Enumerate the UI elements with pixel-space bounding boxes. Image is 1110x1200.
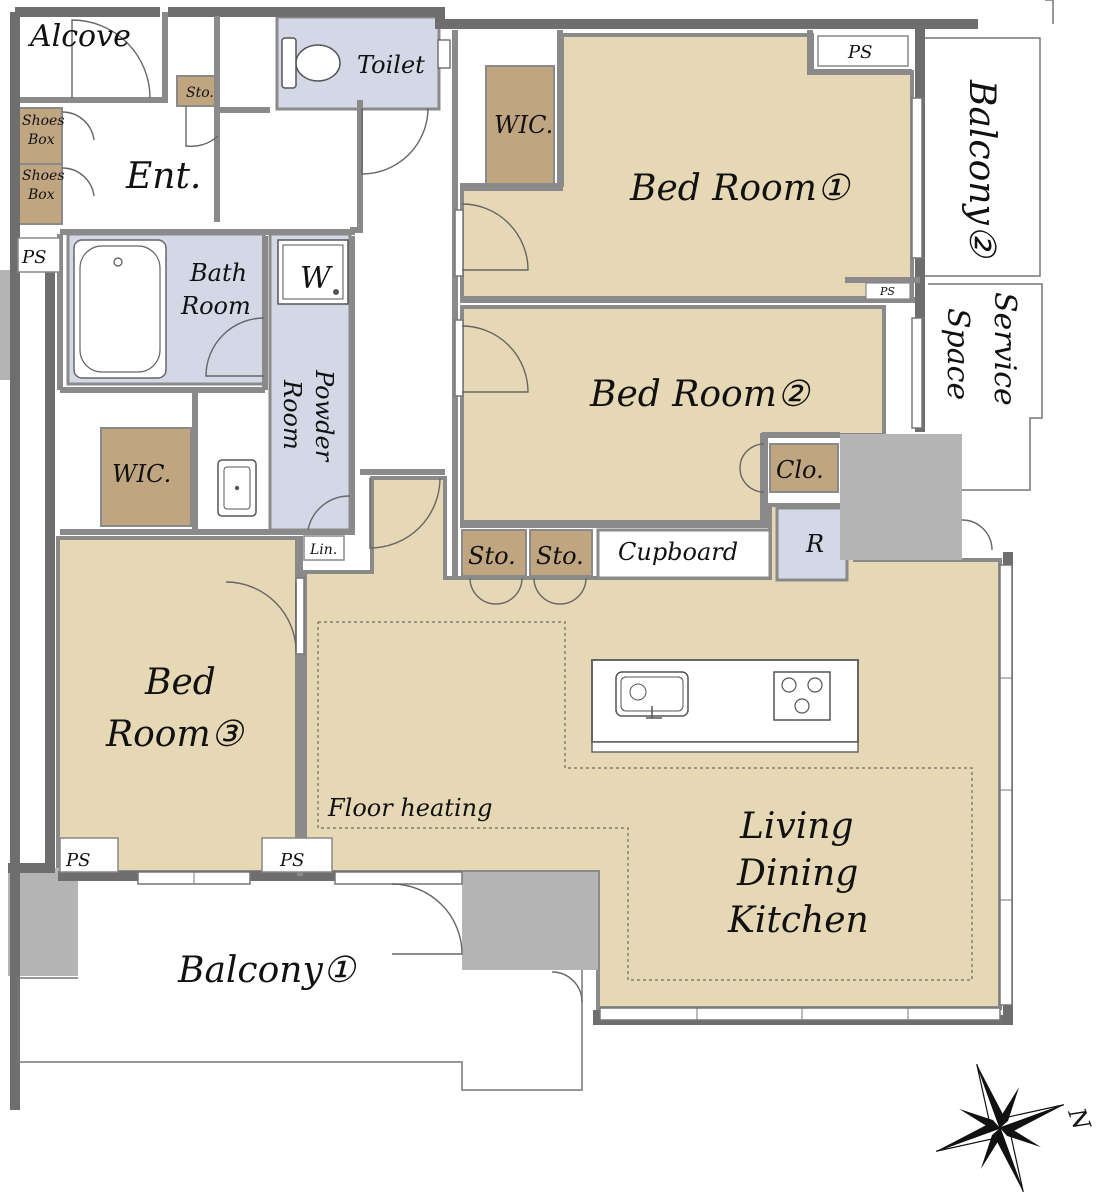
label-storage-1: Sto. bbox=[468, 542, 516, 570]
label-service-1: Service bbox=[987, 292, 1022, 406]
closet bbox=[769, 443, 839, 493]
label-entrance: Ent. bbox=[125, 156, 201, 197]
label-bath-2: Room bbox=[180, 292, 251, 320]
storage-2 bbox=[529, 529, 593, 577]
label-living: Living bbox=[739, 806, 854, 847]
label-ps-top: PS bbox=[847, 42, 872, 63]
label-powder-2: Room bbox=[278, 379, 306, 450]
label-compass-north: N bbox=[1062, 1104, 1096, 1135]
label-refrigerator: R bbox=[805, 530, 824, 558]
label-bed-room-1: Bed Room① bbox=[629, 168, 851, 209]
label-bed-room-3-a: Bed bbox=[144, 662, 216, 703]
label-kitchen: Kitchen bbox=[727, 900, 869, 941]
bed-room-3 bbox=[56, 536, 299, 874]
label-floor-heating: Floor heating bbox=[327, 794, 492, 822]
label-closet: Clo. bbox=[776, 456, 824, 484]
label-balcony-1: Balcony① bbox=[177, 950, 357, 991]
label-service-2: Space bbox=[940, 308, 975, 400]
label-shoes-box-1-a: Shoes bbox=[22, 113, 65, 129]
label-ps-bed3: PS bbox=[65, 850, 90, 871]
label-washer: W bbox=[300, 261, 333, 296]
label-shoes-box-2-a: Shoes bbox=[22, 168, 65, 184]
label-storage-small: Sto. bbox=[186, 85, 214, 101]
label-bed-room-2: Bed Room② bbox=[589, 374, 811, 415]
cupboard bbox=[596, 528, 772, 580]
label-ps-small: PS bbox=[879, 285, 895, 298]
label-dining: Dining bbox=[736, 853, 858, 894]
refrigerator-space bbox=[775, 506, 849, 582]
label-shoes-box-2-b: Box bbox=[27, 187, 55, 203]
label-shoes-box-1-b: Box bbox=[27, 132, 55, 148]
compass-icon bbox=[935, 1063, 1065, 1193]
label-storage-2: Sto. bbox=[536, 542, 584, 570]
label-toilet: Toilet bbox=[357, 51, 425, 79]
label-linen: Lin. bbox=[309, 542, 337, 558]
label-bed-room-3-b: Room③ bbox=[105, 714, 245, 755]
label-balcony-2: Balcony② bbox=[961, 79, 1002, 259]
label-powder-1: Powder bbox=[310, 369, 338, 463]
label-wic-hall: WIC. bbox=[112, 460, 171, 488]
label-ps-left: PS bbox=[21, 247, 46, 268]
label-alcove: Alcove bbox=[27, 19, 131, 54]
label-ps-living: PS bbox=[279, 850, 304, 871]
label-cupboard: Cupboard bbox=[618, 538, 738, 566]
storage-1 bbox=[461, 529, 527, 577]
label-wic-bed1: WIC. bbox=[494, 111, 553, 139]
wic-hall bbox=[100, 427, 192, 527]
label-bath-1: Bath bbox=[189, 259, 247, 287]
wic-bed1 bbox=[485, 65, 555, 185]
